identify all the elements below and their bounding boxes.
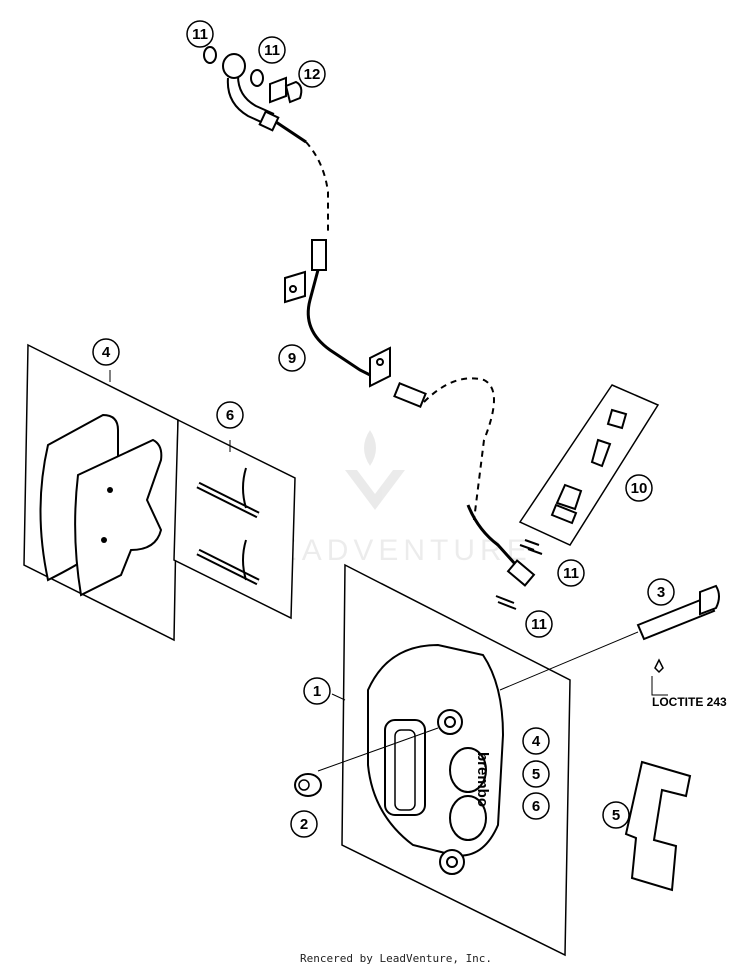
watermark-text: LEADVENTURE [255,534,532,567]
spring-clip [624,760,692,892]
svg-text:11: 11 [264,42,280,59]
callout-1: 1 [303,677,331,705]
callout-10: 10 [625,474,653,502]
loctite-label: LOCTITE 243 [652,695,727,709]
callout-5-caliper: 5 [522,760,550,788]
callout-4-caliper: 4 [522,727,550,755]
svg-text:6: 6 [532,798,540,815]
credit-text: Rencered by LeadVenture, Inc. [300,952,492,965]
svg-text:11: 11 [563,565,579,582]
callout-5-clip: 5 [602,801,630,829]
svg-text:12: 12 [304,66,321,83]
callout-11-mid-upper: 11 [557,559,585,587]
svg-text:9: 9 [288,350,296,367]
caliper-panel: brembo [341,563,571,957]
callout-11-mid-lower: 11 [525,610,553,638]
washer [294,773,322,797]
callout-12: 12 [298,60,326,88]
brake-hose [226,75,536,587]
banjo-fittings [203,46,543,610]
callout-2: 2 [290,810,318,838]
svg-text:4: 4 [102,344,111,361]
svg-text:10: 10 [631,480,648,497]
callout-11-top-left: 11 [186,20,214,48]
callout-6-pins: 6 [216,401,244,429]
callout-11-top-right: 11 [258,36,286,64]
callout-9: 9 [278,344,306,372]
svg-text:3: 3 [657,584,665,601]
leader-lines [109,370,668,772]
pins-panel [173,418,296,620]
svg-text:2: 2 [300,816,308,833]
svg-text:4: 4 [532,733,541,750]
callout-4-pads: 4 [92,338,120,366]
bleeder-panel [518,384,660,546]
svg-text:11: 11 [531,616,547,633]
svg-text:6: 6 [226,407,234,424]
svg-text:5: 5 [532,766,540,783]
callout-6-caliper: 6 [522,792,550,820]
caliper-brand-label: brembo [474,752,491,807]
callout-3: 3 [647,578,675,606]
caliper-bolt [636,584,720,674]
pads-panel [23,343,179,642]
svg-text:11: 11 [192,26,208,43]
svg-text:1: 1 [313,683,321,700]
svg-text:5: 5 [612,807,620,824]
watermark-logo [345,430,405,510]
